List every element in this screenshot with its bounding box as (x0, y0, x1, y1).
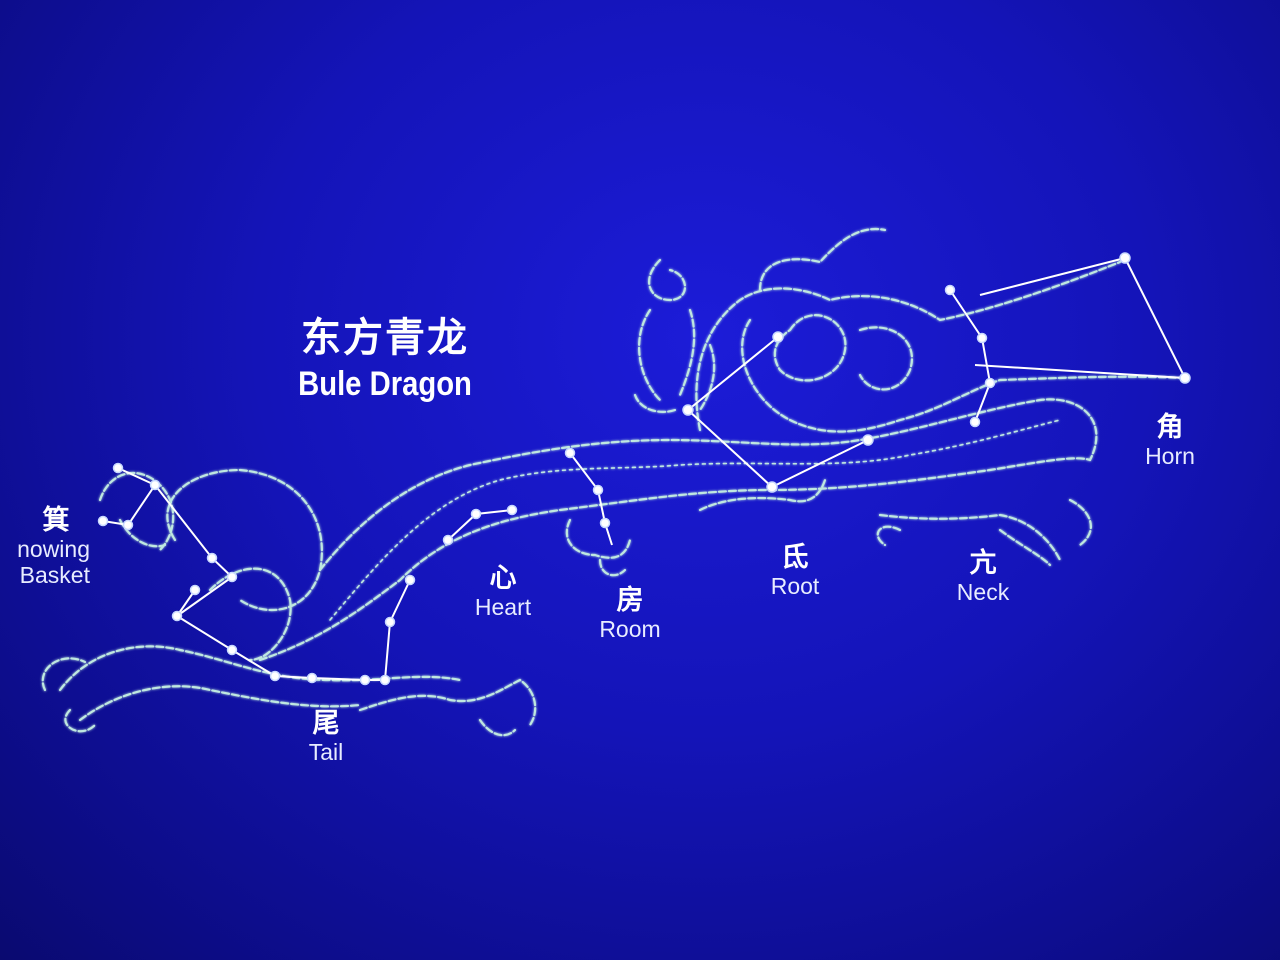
star (506, 504, 518, 516)
label-root-chinese: 氐 (781, 542, 809, 573)
star (862, 434, 874, 446)
star (969, 416, 981, 428)
label-heart-chinese: 心 (489, 563, 517, 594)
star (226, 571, 238, 583)
label-room-chinese: 房 (616, 585, 644, 616)
label-neck: 亢 Neck (945, 548, 1021, 605)
star (766, 481, 778, 493)
star (944, 284, 956, 296)
star (269, 670, 281, 682)
label-winnowing-english-1: nowing (17, 536, 90, 563)
label-room: 房 Room (592, 585, 668, 642)
title-block: 东方青龙 Bule Dragon (270, 305, 500, 404)
dragon-outline (41, 227, 1187, 737)
star (112, 462, 124, 474)
title-english: Bule Dragon (298, 365, 472, 403)
label-winnowing-english-2: Basket (19, 562, 90, 589)
label-root-english: Root (770, 573, 820, 600)
label-neck-chinese: 亢 (969, 548, 997, 579)
star (592, 484, 604, 496)
star (564, 447, 576, 459)
label-root: 氐 Root (760, 542, 830, 599)
label-tail: 尾 Tail (296, 708, 356, 765)
label-horn-english: Horn (1145, 443, 1195, 470)
star (682, 404, 694, 416)
star (599, 517, 611, 529)
title-chinese: 东方青龙 (301, 315, 469, 361)
label-winnowing-chinese: 箕 (42, 505, 70, 536)
star (984, 377, 996, 389)
star (359, 674, 371, 686)
star (122, 519, 134, 531)
star (442, 534, 454, 546)
star (97, 515, 109, 527)
label-heart-english: Heart (474, 594, 532, 621)
label-horn: 角 Horn (1135, 412, 1205, 469)
constellation-stars (97, 252, 1191, 686)
star (206, 552, 218, 564)
label-horn-chinese: 角 (1156, 412, 1184, 443)
label-room-english: Room (599, 616, 661, 643)
label-heart: 心 Heart (465, 563, 541, 620)
label-tail-english: Tail (308, 739, 344, 766)
star (470, 508, 482, 520)
star (1179, 372, 1191, 384)
label-tail-chinese: 尾 (312, 708, 340, 739)
star (306, 672, 318, 684)
star (379, 674, 391, 686)
star (149, 479, 161, 491)
star (404, 574, 416, 586)
star (171, 610, 183, 622)
star (976, 332, 988, 344)
star (226, 644, 238, 656)
star (189, 584, 201, 596)
star (1119, 252, 1131, 264)
label-neck-english: Neck (956, 579, 1010, 606)
star (384, 616, 396, 628)
label-winnowing-basket: 箕 nowing Basket (0, 505, 90, 589)
star (772, 331, 784, 343)
